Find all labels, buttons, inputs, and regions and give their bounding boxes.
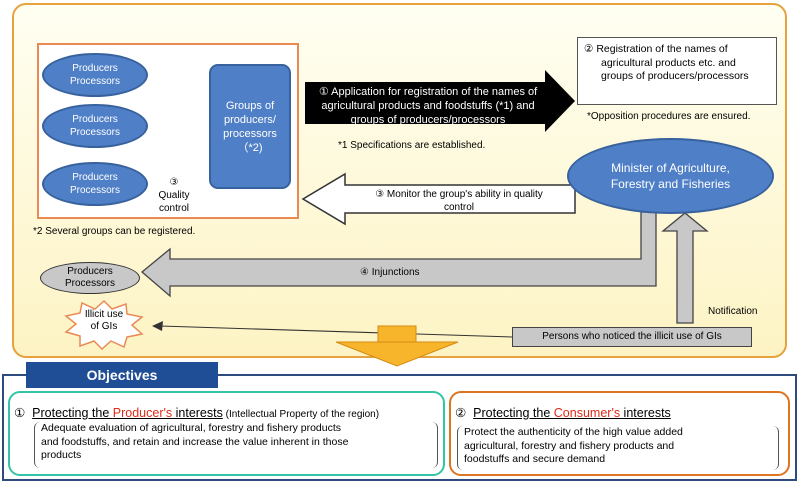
injunctions-label: ④ Injunctions xyxy=(360,267,420,278)
producer-objective-heading: ① Protecting the Producer's interests (I… xyxy=(14,406,380,420)
minister-ellipse: Minister of Agriculture,Forestry and Fis… xyxy=(567,138,774,214)
opposition-note: *Opposition procedures are ensured. xyxy=(587,111,751,122)
monitor-text: ③ Monitor the group's ability in quality… xyxy=(375,189,543,213)
down-arrow xyxy=(377,325,417,343)
application-text: ① Application for registration of the na… xyxy=(318,86,538,126)
monitor-arrow xyxy=(301,172,576,226)
note-several-groups: *2 Several groups can be registered. xyxy=(33,226,196,237)
producer-objective-panel: ① Protecting the Producer's interests (I… xyxy=(8,391,445,476)
producer-objective-desc: Adequate evaluation of agricultural, for… xyxy=(34,422,438,468)
consumer-objective-desc: Protect the authenticity of the high val… xyxy=(457,426,779,470)
application-arrow xyxy=(305,70,575,132)
specifications-note: *1 Specifications are established. xyxy=(338,140,486,151)
registration-box: ② Registration of the names of agricultu… xyxy=(577,37,777,105)
quality-control-label: ③ Quality control xyxy=(158,177,190,214)
persons-noticed-box: Persons who noticed the illicit use of G… xyxy=(512,327,752,347)
illicit-burst xyxy=(64,299,144,351)
producer-group: Groups of producers/ processors （*2) xyxy=(209,64,291,189)
report-arrowhead xyxy=(152,321,163,331)
consumer-objective-panel: ② Protecting the Consumer's interests Pr… xyxy=(449,391,790,476)
down-arrowhead xyxy=(335,341,459,367)
consumer-objective-heading: ② Protecting the Consumer's interests xyxy=(455,406,671,420)
notification-label: Notification xyxy=(708,306,758,317)
objectives-title: Objectives xyxy=(26,362,218,388)
injunction-arrow xyxy=(140,211,657,298)
illicit-use-label: Illicit use of GIs xyxy=(84,309,124,332)
notification-arrow xyxy=(661,212,709,324)
report-line xyxy=(159,325,513,338)
